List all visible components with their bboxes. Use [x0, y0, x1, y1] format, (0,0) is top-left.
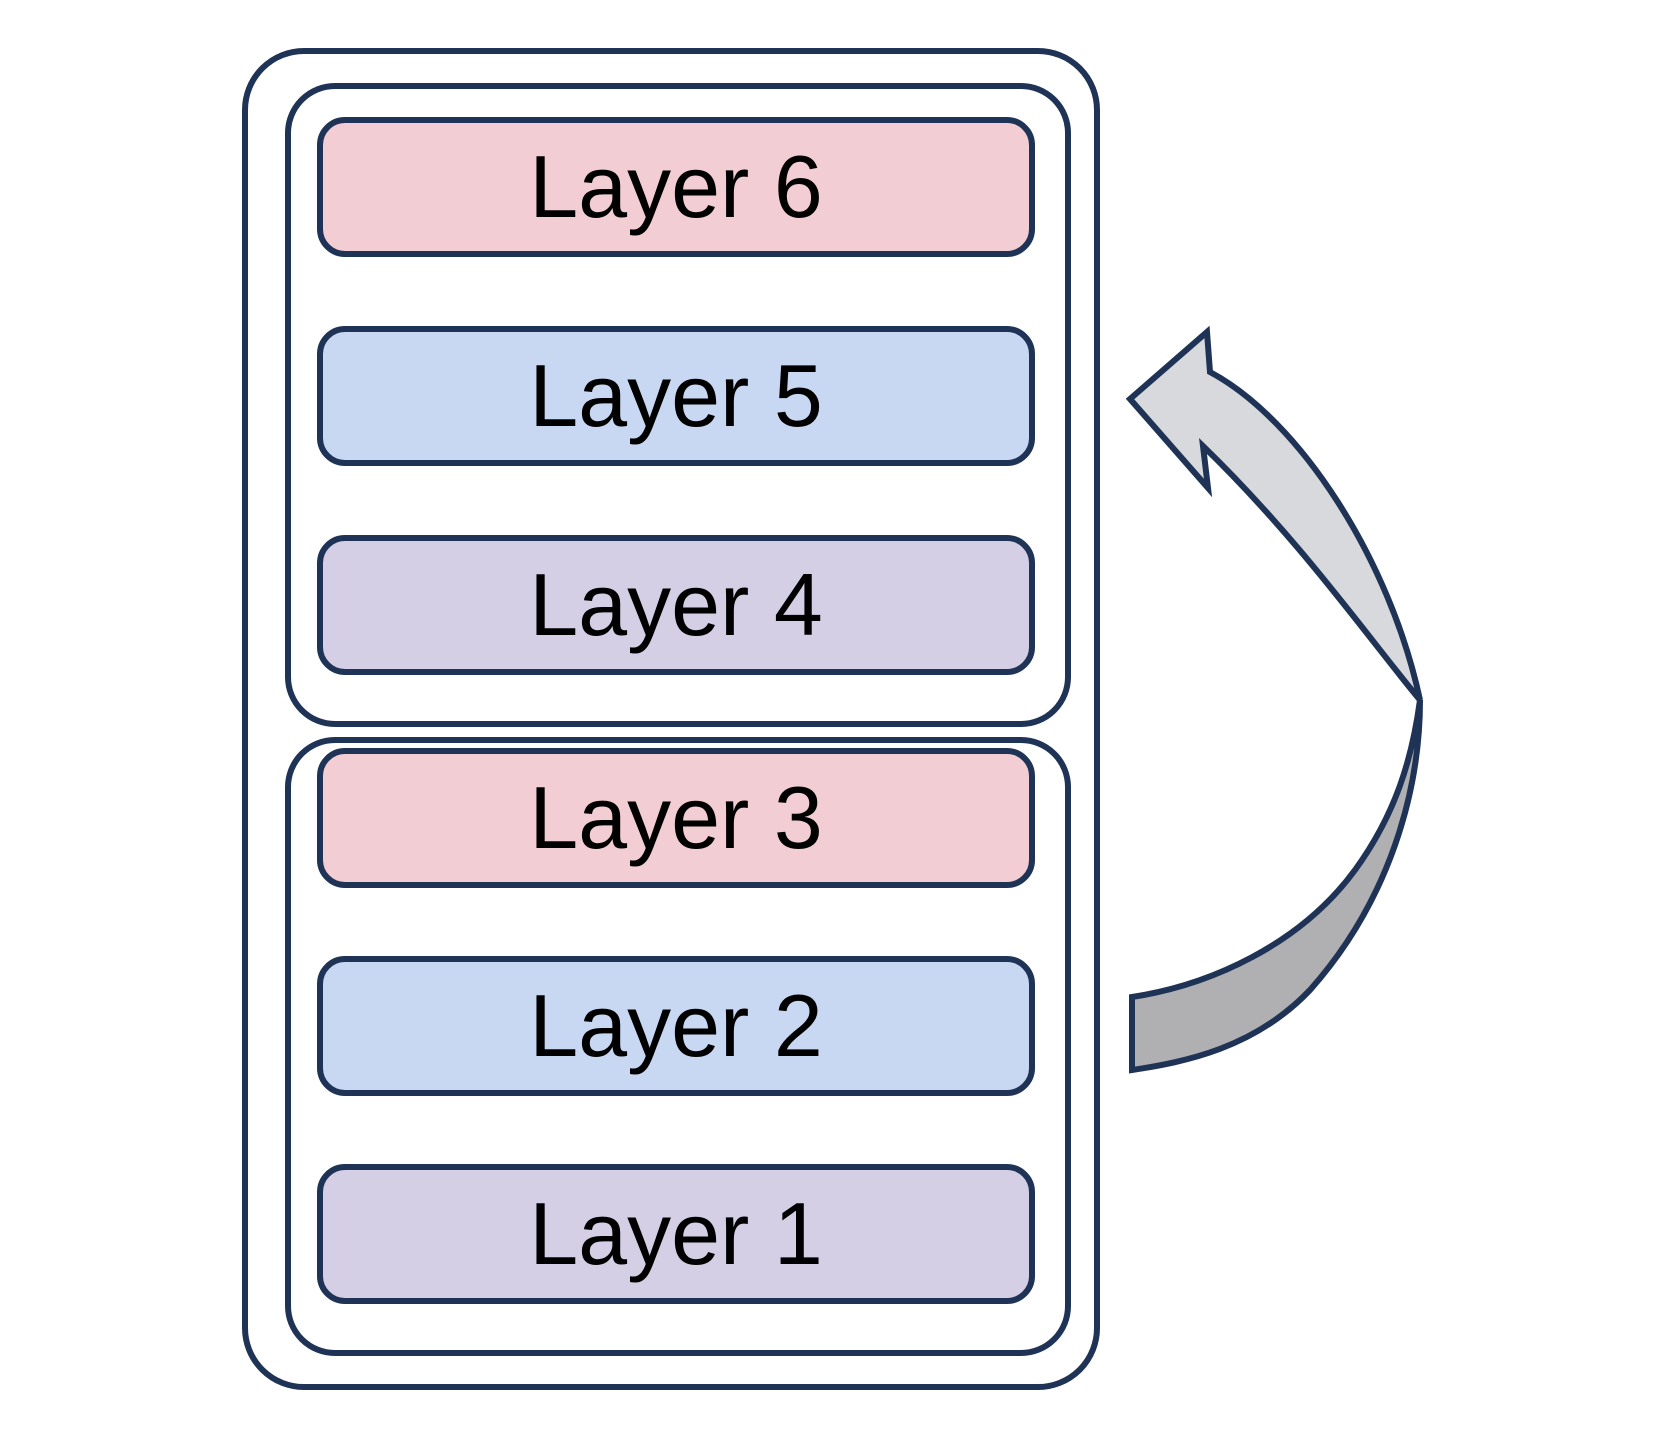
layer-box-layer-5: Layer 5	[317, 326, 1035, 466]
layer-box-layer-3: Layer 3	[317, 748, 1035, 888]
layer-box-layer-4: Layer 4	[317, 535, 1035, 675]
layer-box-layer-6: Layer 6	[317, 117, 1035, 257]
layer-box-layer-1: Layer 1	[317, 1164, 1035, 1304]
loop-arrow-head-segment	[1125, 325, 1423, 702]
layer-box-layer-2: Layer 2	[317, 956, 1035, 1096]
loop-arrow-tail-segment	[1129, 699, 1423, 1074]
